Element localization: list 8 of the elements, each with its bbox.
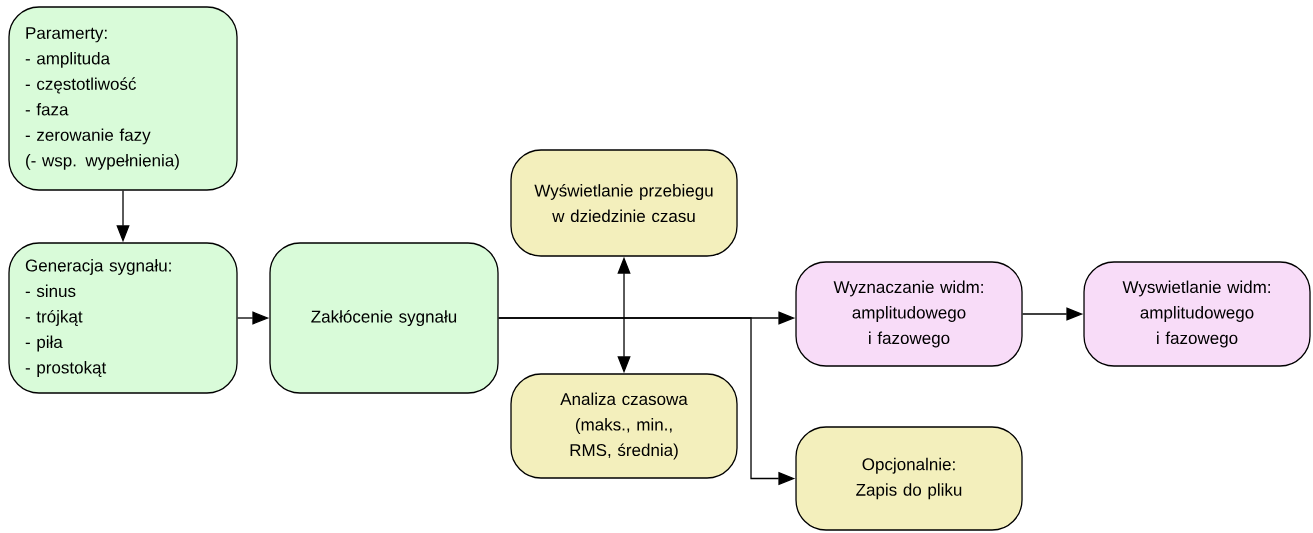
process-box: Wyswietlanie widm: amplitudowego i fazowego <box>1083 261 1311 367</box>
process-box: Zakłócenie sygnału <box>269 242 499 394</box>
process-box: Generacja sygnału: - sinus - trójkąt - piła - prostokąt <box>8 242 238 394</box>
process-box: Paramerty: - amplituda - częstotliwość - faza - zerowanie fazy (- wsp. wypełnienia) <box>8 6 238 191</box>
process-box: Analiza czasowa (maks., min., RMS, średnia) <box>510 373 738 479</box>
process-box: Opcjonalnie: Zapis do pliku <box>795 426 1023 531</box>
process-box: Wyznaczanie widm: amplitudowego i fazowego <box>795 261 1023 367</box>
process-box: Wyświetlanie przebiegu w dziedzinie czasu <box>510 149 738 257</box>
